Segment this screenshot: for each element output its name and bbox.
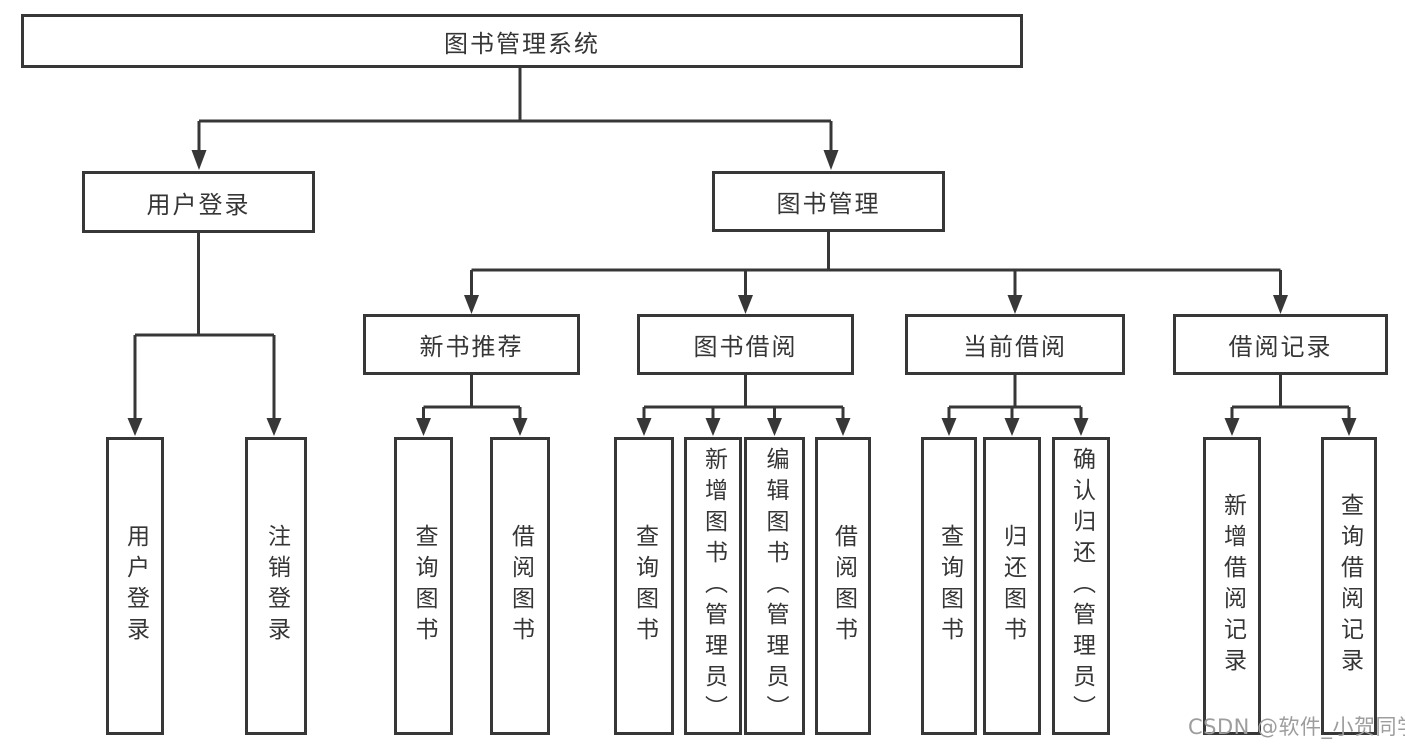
arrowhead-icons — [127, 150, 1357, 436]
leaf-recommend-borrow-book: 借阅图书 — [490, 437, 550, 735]
leaf-recommend-query-book: 查询图书 — [394, 437, 453, 735]
leaf-current-return-book: 归还图书 — [983, 437, 1041, 735]
node-root-library-management-system: 图书管理系统 — [21, 14, 1023, 68]
leaf-current-confirm-return-admin: 确认归还（管理员） — [1052, 437, 1110, 735]
leaf-logout: 注销登录 — [245, 437, 307, 735]
node-book-borrow: 图书借阅 — [637, 314, 854, 375]
leaf-borrow-edit-book-admin: 编辑图书（管理员） — [744, 437, 805, 735]
leaf-records-add-record: 新增借阅记录 — [1203, 437, 1261, 735]
node-user-login: 用户登录 — [82, 171, 315, 233]
node-new-book-recommend: 新书推荐 — [363, 314, 580, 375]
leaf-user-login: 用户登录 — [106, 437, 164, 735]
node-borrow-records: 借阅记录 — [1173, 314, 1388, 375]
watermark-csdn: CSDN @软件_小贺同学 — [1188, 715, 1405, 739]
leaf-current-query-book: 查询图书 — [921, 437, 977, 735]
leaf-borrow-query-book: 查询图书 — [614, 437, 674, 735]
node-current-borrow: 当前借阅 — [905, 314, 1125, 375]
leaf-borrow-borrow-book: 借阅图书 — [815, 437, 871, 735]
node-book-management: 图书管理 — [712, 171, 945, 232]
leaf-borrow-add-book-admin: 新增图书（管理员） — [684, 437, 742, 735]
leaf-records-query-record: 查询借阅记录 — [1321, 437, 1377, 735]
